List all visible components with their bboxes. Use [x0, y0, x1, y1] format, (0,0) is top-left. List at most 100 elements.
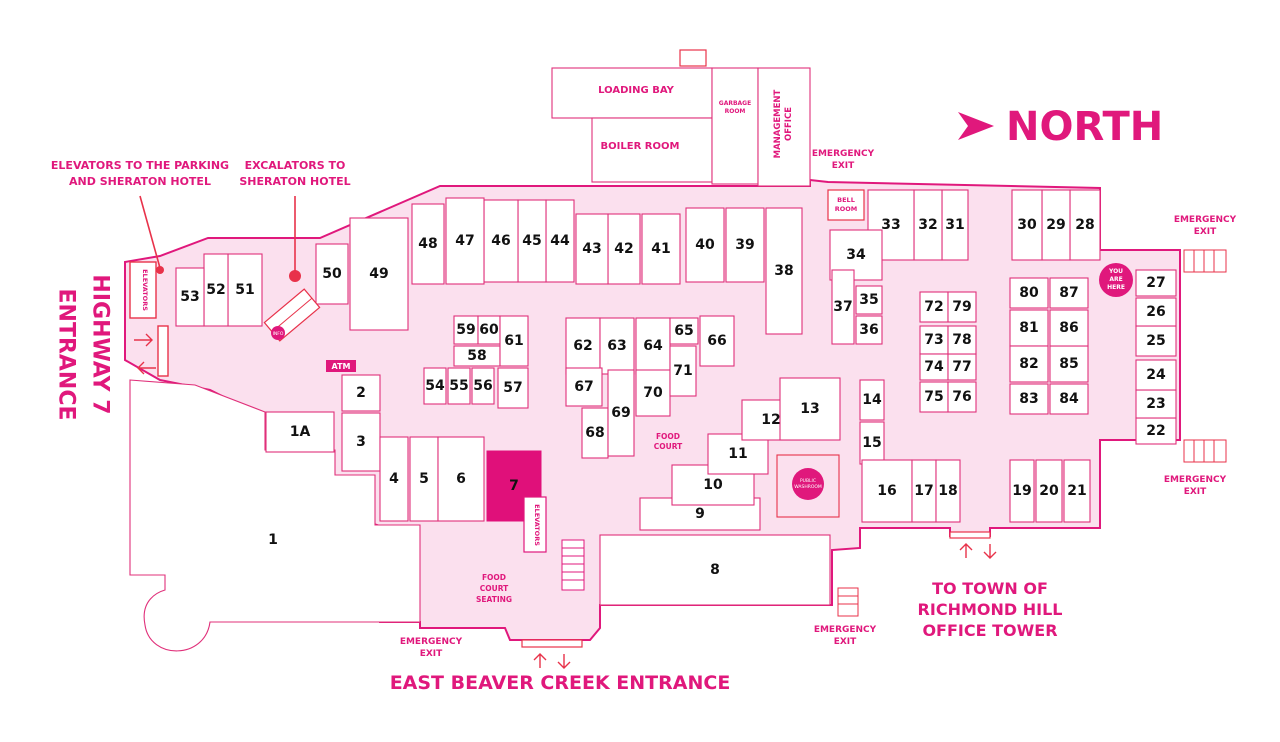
- town-line2: RICHMOND HILL: [917, 600, 1063, 619]
- store-18-unit[interactable]: [935, 459, 961, 523]
- store-66-unit[interactable]: [699, 315, 735, 367]
- store-13-unit[interactable]: [779, 377, 841, 441]
- store-31-unit[interactable]: [941, 189, 969, 261]
- store-39-unit[interactable]: [725, 207, 765, 283]
- store-68-unit[interactable]: [581, 407, 609, 459]
- store-49-unit[interactable]: [349, 217, 409, 331]
- elevators-center[interactable]: [523, 496, 547, 553]
- store-69-unit[interactable]: [607, 369, 635, 457]
- store-33-label: 33: [881, 217, 900, 233]
- store-75-unit[interactable]: [919, 381, 949, 413]
- atm-box[interactable]: [326, 360, 356, 372]
- store-37-unit[interactable]: [831, 269, 855, 345]
- store-38-unit[interactable]: [765, 207, 803, 335]
- store-40-unit[interactable]: [685, 207, 725, 283]
- store-47-unit[interactable]: [445, 197, 485, 285]
- elevators-left[interactable]: [129, 261, 157, 319]
- food-court-label: FOOD COURT: [640, 432, 696, 452]
- store-67-label: 67: [574, 379, 593, 395]
- store-62-unit[interactable]: [565, 317, 601, 375]
- store-27-unit[interactable]: [1135, 269, 1177, 297]
- store-76-unit[interactable]: [947, 381, 977, 413]
- store-41-unit[interactable]: [641, 213, 681, 285]
- store-43-unit[interactable]: [575, 213, 609, 285]
- store-86-unit[interactable]: [1049, 309, 1089, 347]
- store-83-label: 83: [1019, 391, 1038, 407]
- info-icon[interactable]: [271, 326, 285, 340]
- store-78-unit[interactable]: [947, 325, 977, 355]
- store-46-unit[interactable]: [483, 199, 519, 283]
- store-82-unit[interactable]: [1009, 345, 1049, 383]
- store-51-unit[interactable]: [227, 253, 263, 327]
- store-87-unit[interactable]: [1049, 277, 1089, 309]
- store-14-unit[interactable]: [859, 379, 885, 421]
- you-are-here-2: ARE: [1109, 276, 1122, 283]
- store-1-shape: [129, 379, 421, 652]
- store-26-unit[interactable]: [1135, 297, 1177, 327]
- store-5-unit[interactable]: [409, 436, 439, 522]
- store-48-unit[interactable]: [411, 203, 445, 285]
- store-72-unit[interactable]: [919, 291, 949, 323]
- store-47-label: 47: [455, 233, 474, 249]
- store-84-unit[interactable]: [1049, 383, 1089, 415]
- store-1A-unit[interactable]: [265, 411, 335, 453]
- store-71-unit[interactable]: [669, 345, 697, 397]
- store-32-unit[interactable]: [913, 189, 943, 261]
- store-21-unit[interactable]: [1063, 459, 1091, 523]
- store-3-unit[interactable]: [341, 412, 381, 472]
- boiler-room: [591, 117, 713, 183]
- store-22-unit[interactable]: [1135, 417, 1177, 445]
- boiler-room-label: BOILER ROOM: [600, 141, 680, 152]
- store-19-unit[interactable]: [1009, 459, 1035, 523]
- store-79-unit[interactable]: [947, 291, 977, 323]
- store-4-label: 4: [389, 471, 399, 487]
- store-61-unit[interactable]: [499, 315, 529, 367]
- town-tower-entrance: TO TOWN OF RICHMOND HILL OFFICE TOWER: [900, 578, 1080, 641]
- store-85-unit[interactable]: [1049, 345, 1089, 383]
- store-57-unit[interactable]: [497, 367, 529, 409]
- store-52-label: 52: [206, 282, 225, 298]
- store-24-label: 24: [1146, 367, 1166, 383]
- store-9-label: 9: [695, 506, 705, 522]
- store-25-unit[interactable]: [1135, 325, 1177, 357]
- store-36-unit[interactable]: [855, 315, 883, 345]
- store-20-unit[interactable]: [1035, 459, 1063, 523]
- store-74-unit[interactable]: [919, 353, 949, 381]
- store-70-label: 70: [643, 385, 663, 401]
- entrance-door-town: [949, 531, 991, 539]
- store-81-unit[interactable]: [1009, 309, 1049, 347]
- store-23-label: 23: [1146, 396, 1165, 412]
- store-50-unit[interactable]: [315, 243, 349, 305]
- store-53-unit[interactable]: [175, 267, 205, 327]
- store-55-unit[interactable]: [447, 367, 471, 405]
- store-24-unit[interactable]: [1135, 359, 1177, 391]
- store-17-unit[interactable]: [911, 459, 937, 523]
- store-29-unit[interactable]: [1041, 189, 1071, 261]
- store-4-unit[interactable]: [379, 436, 409, 522]
- store-67-unit[interactable]: [565, 367, 603, 407]
- you-are-here-1: YOU: [1108, 268, 1123, 275]
- store-77-unit[interactable]: [947, 353, 977, 381]
- store-6-unit[interactable]: [437, 436, 485, 522]
- store-8-unit[interactable]: [599, 534, 831, 606]
- store-56-unit[interactable]: [471, 367, 495, 405]
- stairs-food-court: [561, 539, 585, 591]
- store-63-unit[interactable]: [599, 317, 635, 375]
- store-65-unit[interactable]: [669, 317, 699, 345]
- store-11-unit[interactable]: [707, 433, 769, 475]
- store-44-unit[interactable]: [545, 199, 575, 283]
- store-23-unit[interactable]: [1135, 389, 1177, 419]
- store-80-unit[interactable]: [1009, 277, 1049, 309]
- store-30-unit[interactable]: [1011, 189, 1043, 261]
- store-83-unit[interactable]: [1009, 383, 1049, 415]
- store-35-unit[interactable]: [855, 285, 883, 315]
- food-court-seating-label: FOOD COURT SEATING: [466, 572, 522, 605]
- store-2-unit[interactable]: [341, 374, 381, 412]
- store-10-label: 10: [703, 477, 723, 493]
- store-34-unit[interactable]: [829, 229, 883, 281]
- management-office-label: MANAGEMENT OFFICE: [773, 74, 797, 174]
- store-42-unit[interactable]: [607, 213, 641, 285]
- store-54-unit[interactable]: [423, 367, 447, 405]
- store-73-unit[interactable]: [919, 325, 949, 355]
- store-70-unit[interactable]: [635, 369, 671, 417]
